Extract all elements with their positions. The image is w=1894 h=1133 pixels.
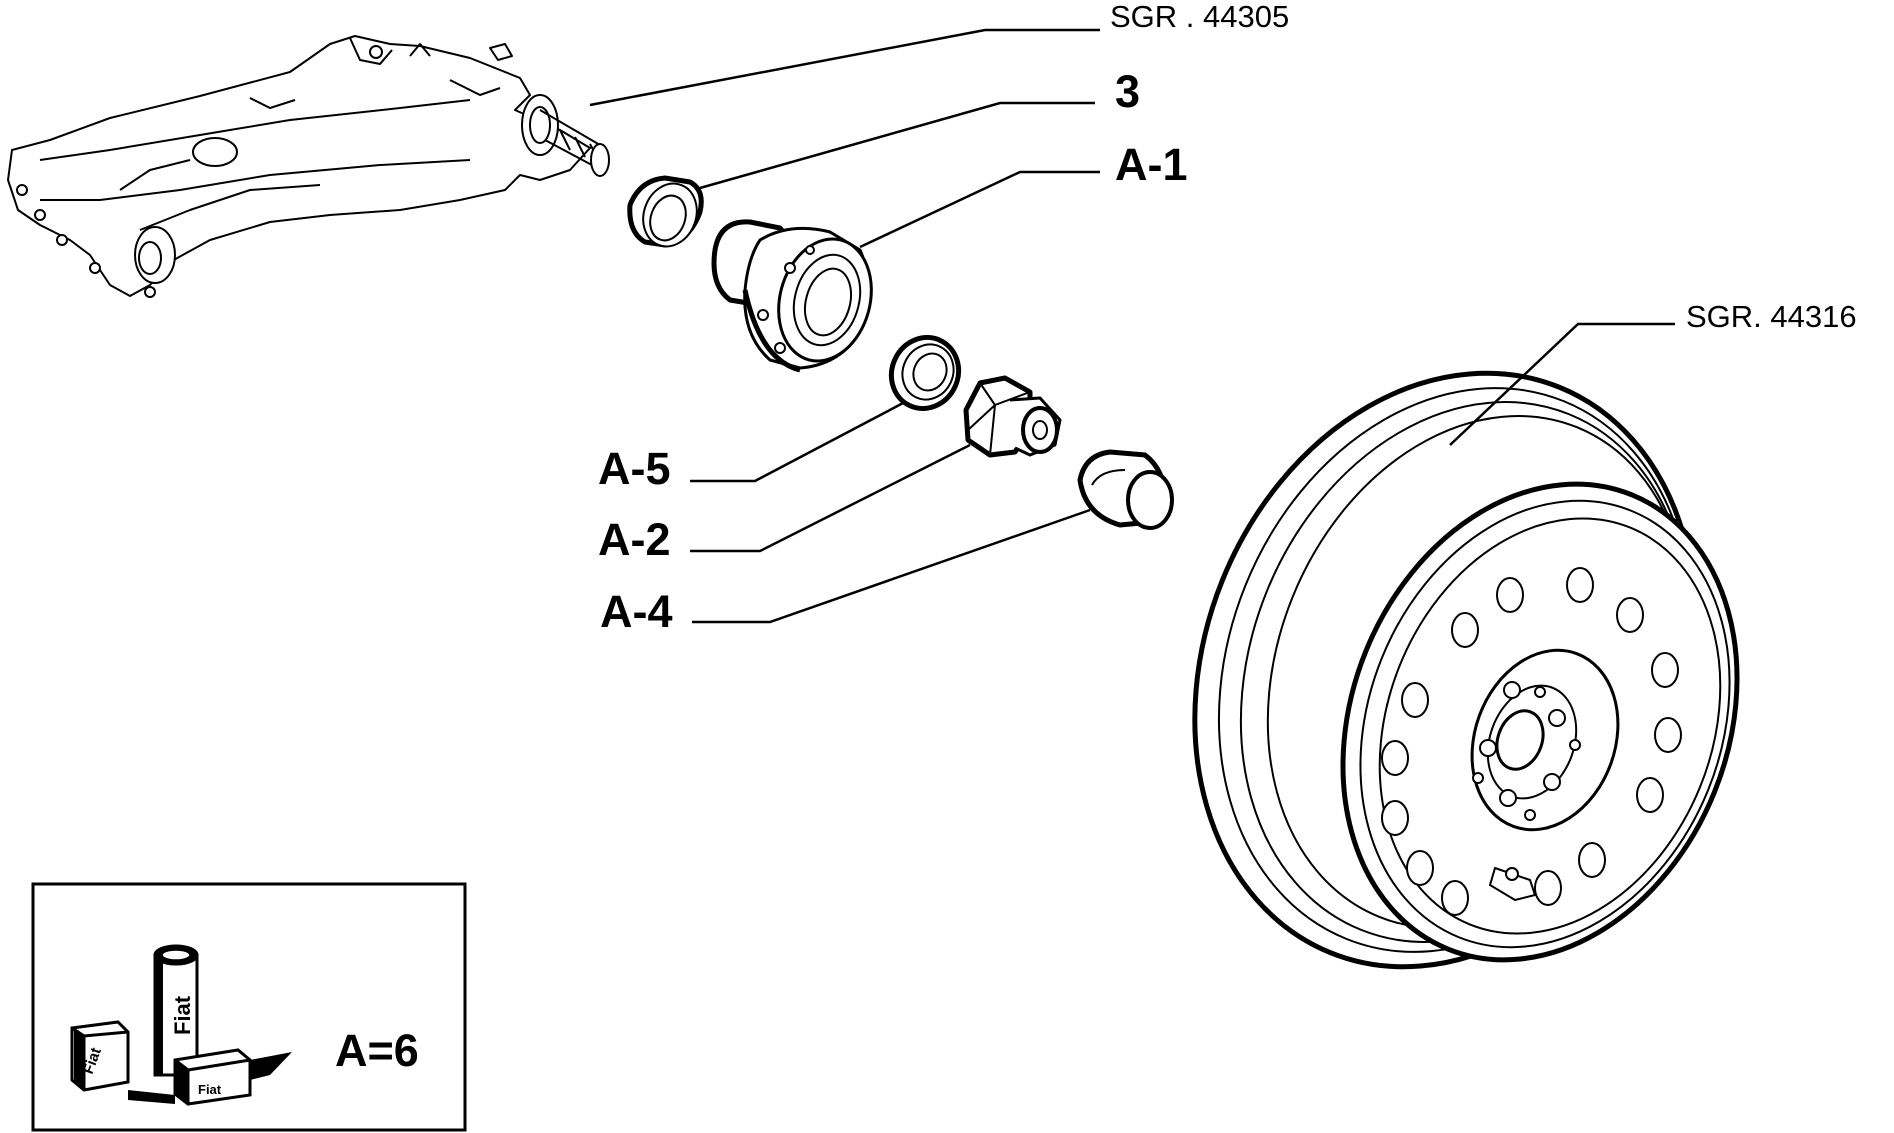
- callout-wheel-ref: SGR. 44316: [1686, 299, 1857, 334]
- svg-text:Fiat: Fiat: [170, 995, 195, 1035]
- svg-text:Fiat: Fiat: [198, 1082, 222, 1097]
- wheel-bolt-part: [963, 375, 1062, 458]
- wheel-hub-part: [711, 219, 873, 373]
- kit-quantity-label: A=6: [335, 1025, 419, 1076]
- leader-line-bolt: [690, 443, 971, 553]
- kit-legend-box: Fiat Fiat Fiat A=6: [31, 882, 467, 1132]
- leader-line-cap: [692, 508, 1091, 624]
- callout-spacer-ref: A-5: [598, 443, 671, 494]
- callout-bearing-ref: 3: [1115, 66, 1140, 117]
- suspension-arm: [7, 35, 610, 298]
- callout-bolt-ref: A-2: [598, 514, 671, 565]
- grease-tube-icon: Fiat: [153, 944, 199, 1077]
- leader-line-wheel: [1449, 322, 1675, 446]
- leader-line-spacer: [690, 400, 906, 483]
- spacer-ring-part: [888, 335, 962, 411]
- callout-suspension-ref: SGR . 44305: [1110, 0, 1289, 34]
- grease-box-left-icon: Fiat: [70, 1020, 130, 1092]
- leader-line-suspension: [589, 28, 1100, 107]
- hub-cap-part: [1077, 449, 1174, 530]
- callout-hub-ref: A-1: [1115, 139, 1188, 190]
- callout-cap-ref: A-4: [600, 586, 673, 637]
- bearing-part: [627, 175, 704, 248]
- steel-wheel: [1192, 370, 1740, 970]
- grease-box-front-icon: Fiat: [173, 1048, 292, 1106]
- leader-line-bearing: [699, 101, 1095, 190]
- leader-lines: [589, 28, 1675, 624]
- leader-line-hub: [859, 170, 1100, 249]
